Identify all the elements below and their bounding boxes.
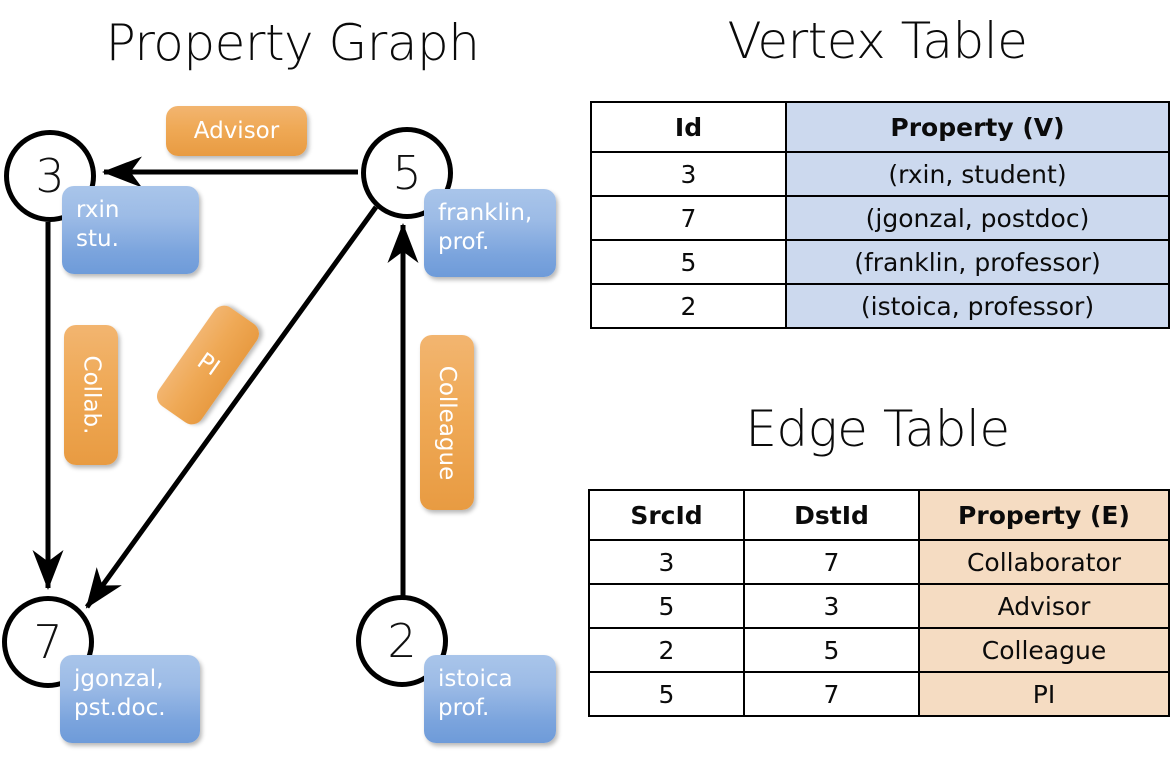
column-header-id: Id xyxy=(590,101,787,153)
cell-id: 5 xyxy=(590,239,787,285)
cell-property: (franklin, professor) xyxy=(785,239,1170,285)
cell-property: (istoica, professor) xyxy=(785,283,1170,329)
graph-node-5-label: 5 xyxy=(392,146,422,200)
cell-dstid: 7 xyxy=(743,671,920,717)
column-header-dstid: DstId xyxy=(743,489,920,541)
table-row[interactable]: 7 (jgonzal, postdoc) xyxy=(590,195,1170,241)
edge-property-label: Advisor xyxy=(193,118,280,144)
page-title-edge-table: Edge Table xyxy=(745,400,1010,458)
vertex-property-line: jgonzal, xyxy=(74,666,164,692)
vertex-property-line: istoica xyxy=(438,666,513,692)
edge-property-box-advisor: Advisor xyxy=(166,106,307,156)
vertex-property-line: prof. xyxy=(438,229,490,256)
table-row[interactable]: 2 (istoica, professor) xyxy=(590,283,1170,329)
table-row[interactable]: 5 7 PI xyxy=(588,671,1170,717)
vertex-property-line: pst.doc. xyxy=(74,695,166,722)
cell-srcid: 2 xyxy=(588,627,745,673)
cell-property: (rxin, student) xyxy=(785,151,1170,197)
graph-edges-layer xyxy=(32,156,419,609)
column-header-property-v: Property (V) xyxy=(785,101,1170,153)
table-row[interactable]: 5 3 Advisor xyxy=(588,583,1170,629)
vertex-property-line: rxin xyxy=(76,197,120,223)
cell-id: 3 xyxy=(590,151,787,197)
edge-arrow-pi xyxy=(84,205,379,609)
vertex-property-box-rxin: rxin stu. xyxy=(62,186,199,274)
table-row[interactable]: 3 (rxin, student) xyxy=(590,151,1170,197)
graph-node-5[interactable]: 5 xyxy=(361,127,453,219)
vertex-table: Id Property (V) 3 (rxin, student) 7 (jgo… xyxy=(590,101,1170,329)
table-row[interactable]: 5 (franklin, professor) xyxy=(590,239,1170,285)
edge-property-label: Colleague xyxy=(434,365,461,480)
column-header-srcid: SrcId xyxy=(588,489,745,541)
cell-dstid: 7 xyxy=(743,539,920,585)
cell-srcid: 5 xyxy=(588,671,745,717)
cell-id: 7 xyxy=(590,195,787,241)
vertex-property-line: franklin, xyxy=(438,200,533,226)
cell-dstid: 3 xyxy=(743,583,920,629)
column-header-property-e: Property (E) xyxy=(918,489,1170,541)
edge-table: SrcId DstId Property (E) 3 7 Collaborato… xyxy=(588,489,1170,717)
table-header-row: Id Property (V) xyxy=(590,101,1170,153)
graph-node-2[interactable]: 2 xyxy=(356,595,448,687)
edge-property-box-collaborator: Collab. xyxy=(64,325,118,465)
edge-property-box-colleague: Colleague xyxy=(420,335,474,510)
table-row[interactable]: 3 7 Collaborator xyxy=(588,539,1170,585)
vertex-property-box-franklin: franklin, prof. xyxy=(424,189,556,277)
edge-property-label: Collab. xyxy=(78,355,105,435)
property-graph-diagram: 3 5 7 2 rxin stu. franklin, prof. jgonza… xyxy=(2,106,556,743)
vertex-property-line: stu. xyxy=(76,226,119,253)
page-title-property-graph: Property Graph xyxy=(105,14,480,72)
table-header-row: SrcId DstId Property (E) xyxy=(588,489,1170,541)
edge-property-label: PI xyxy=(192,348,224,382)
cell-id: 2 xyxy=(590,283,787,329)
cell-property: Collaborator xyxy=(918,539,1170,585)
vertex-property-box-istoica: istoica prof. xyxy=(424,655,556,743)
vertex-property-box-jgonzal: jgonzal, pst.doc. xyxy=(60,655,200,743)
graph-node-7-label: 7 xyxy=(33,615,63,669)
graph-node-3-label: 3 xyxy=(35,149,65,203)
table-row[interactable]: 2 5 Colleague xyxy=(588,627,1170,673)
cell-property: (jgonzal, postdoc) xyxy=(785,195,1170,241)
cell-srcid: 3 xyxy=(588,539,745,585)
cell-property: Colleague xyxy=(918,627,1170,673)
cell-srcid: 5 xyxy=(588,583,745,629)
page-title-vertex-table: Vertex Table xyxy=(727,12,1028,70)
cell-property: PI xyxy=(918,671,1170,717)
cell-property: Advisor xyxy=(918,583,1170,629)
cell-dstid: 5 xyxy=(743,627,920,673)
graph-node-2-label: 2 xyxy=(387,614,417,668)
vertex-property-line: prof. xyxy=(438,695,490,722)
